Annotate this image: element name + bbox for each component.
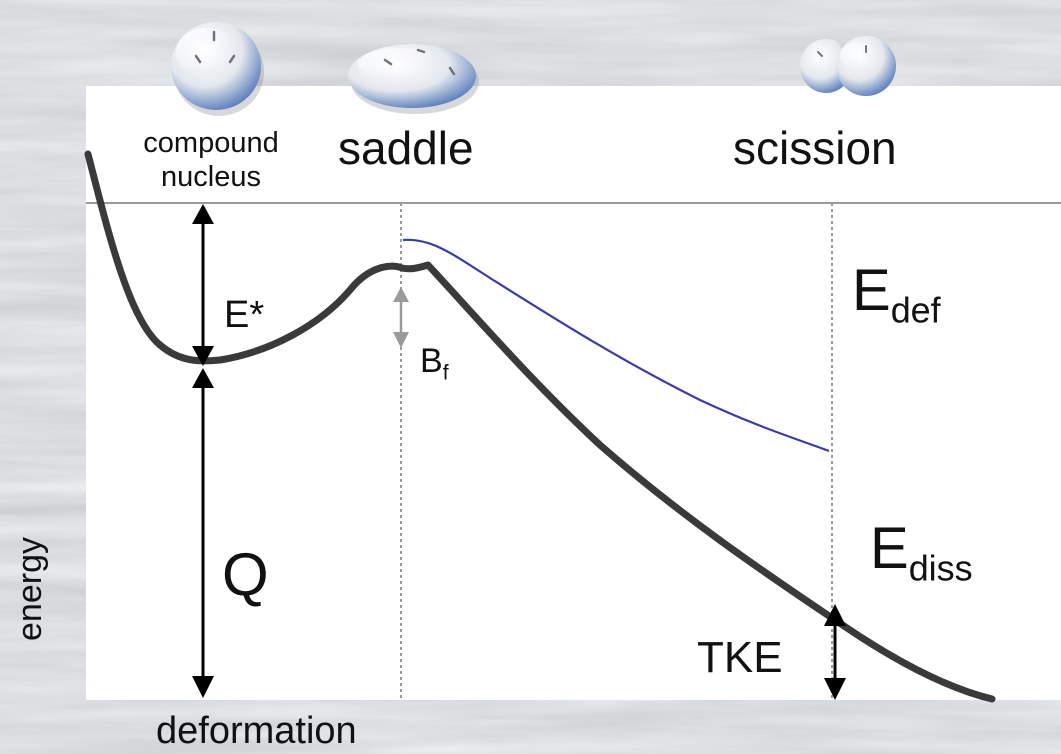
q-value-arrow: [192, 368, 214, 698]
q-label: Q: [222, 541, 269, 608]
saddle-label: saddle: [338, 122, 474, 174]
compound-nucleus-icon: [171, 22, 264, 116]
compound-label-line2: nucleus: [161, 161, 261, 193]
b-f-main: B: [420, 342, 443, 380]
deformation-axis-label: deformation: [156, 710, 357, 752]
potential-energy-curve: [84, 150, 996, 703]
diagram-panel: [86, 86, 1061, 700]
energy-axis-label: energy: [11, 537, 49, 641]
scission-fragments-icon: [800, 36, 896, 96]
fission-barrier-label: Bf: [420, 344, 449, 383]
scission-label: scission: [733, 122, 897, 174]
e-def-subscript: def: [890, 289, 941, 331]
excitation-energy-arrow: [192, 204, 214, 366]
compound-label-line1: compound: [143, 127, 279, 159]
deformation-energy-label: Edef: [852, 262, 941, 329]
deformation-energy-curve: [402, 238, 830, 453]
tke-label: TKE: [697, 633, 783, 682]
tke-arrow: [824, 604, 846, 700]
e-diss-subscript: diss: [908, 547, 973, 589]
e-diss-main: E: [870, 516, 909, 581]
saddle-nucleus-icon: [348, 44, 479, 114]
dissipated-energy-label: Ediss: [870, 520, 973, 587]
e-star-label: E*: [224, 294, 265, 336]
e-def-main: E: [852, 258, 891, 323]
compound-nucleus-label: compound nucleus: [118, 126, 304, 194]
fission-barrier-arrow: [393, 287, 409, 348]
b-f-subscript: f: [442, 361, 449, 385]
